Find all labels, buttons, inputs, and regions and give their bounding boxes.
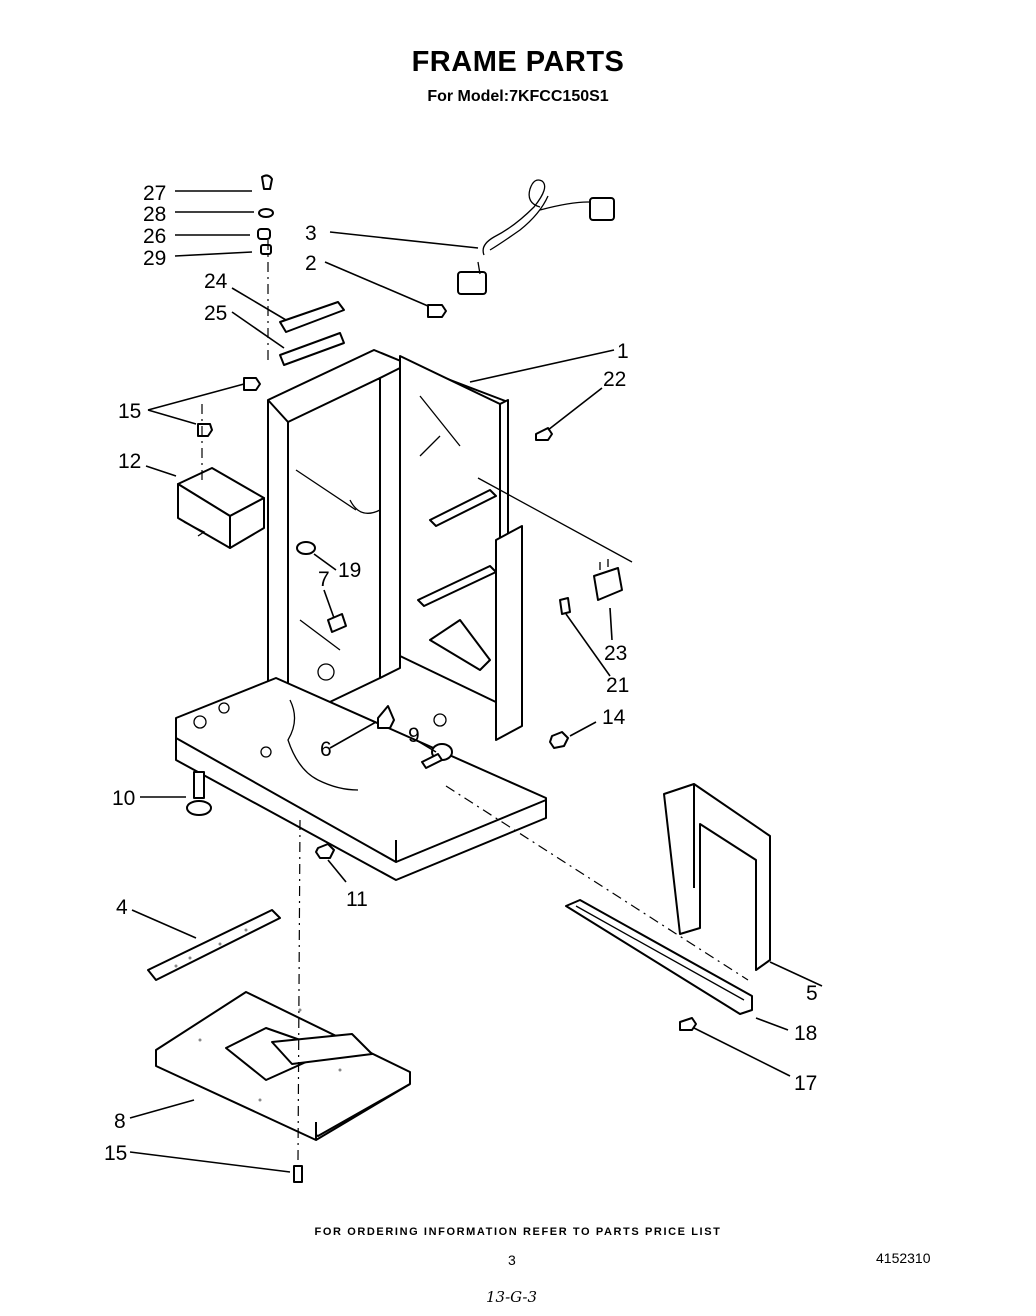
assembly-centerline-b (445, 785, 749, 981)
part-9-fitting (421, 743, 453, 769)
callout-7: 7 (318, 568, 330, 591)
part-12-cover (177, 467, 265, 549)
callout-5: 5 (806, 982, 818, 1005)
part-15-screw-c (293, 1165, 303, 1183)
callout-2: 2 (305, 252, 317, 275)
callout-15-bottom: 15 (104, 1142, 127, 1165)
part-26-clip (257, 228, 271, 240)
part-21-clip (559, 597, 571, 615)
part-29-nut (260, 244, 272, 255)
callout-29: 29 (143, 247, 166, 270)
callout-21: 21 (606, 674, 629, 697)
part-15-screw-a (243, 377, 261, 391)
part-4-strip (147, 909, 281, 981)
part-19-bushing (296, 541, 316, 555)
callout-10: 10 (112, 787, 135, 810)
callout-14: 14 (602, 706, 626, 729)
part-2-screw (427, 304, 447, 318)
part-3-power-cord (457, 179, 615, 295)
callout-27: 27 (143, 182, 166, 205)
part-25-bracket (279, 332, 345, 366)
model-subtitle: For Model:7KFCC150S1 (427, 88, 609, 105)
part-6-plug (377, 705, 395, 729)
page-title: FRAME PARTS (411, 46, 625, 78)
part-23-connector (593, 559, 623, 601)
callout-11: 11 (346, 888, 368, 911)
part-14-nut (549, 731, 569, 749)
callout-24: 24 (204, 270, 228, 293)
callout-4: 4 (116, 896, 128, 919)
callout-1: 1 (617, 340, 629, 363)
part-22-screw (535, 427, 553, 441)
page-number: 3 (508, 1252, 516, 1268)
callout-17: 17 (794, 1072, 817, 1095)
part-10-leveling-leg (186, 771, 212, 816)
part-17-screw (679, 1017, 697, 1031)
callout-9: 9 (408, 724, 420, 747)
ordering-info-footer: FOR ORDERING INFORMATION REFER TO PARTS … (314, 1226, 722, 1238)
part-24-strip (279, 301, 345, 333)
document-number: 4152310 (876, 1250, 931, 1266)
callout-3: 3 (305, 222, 317, 245)
part-5-door-frame (663, 783, 771, 971)
part-1-frame-cabinet (175, 349, 547, 881)
part-7-switch (327, 613, 347, 633)
part-27-screw (261, 174, 273, 190)
callout-22: 22 (603, 368, 626, 391)
callout-25: 25 (204, 302, 227, 325)
handwritten-note: 13-G-3 (486, 1288, 538, 1306)
leader-dash-21 (477, 477, 633, 563)
callout-23: 23 (604, 642, 627, 665)
callout-26: 26 (143, 225, 166, 248)
part-15-screw-b (197, 423, 213, 437)
assembly-centerline-a (297, 819, 301, 1161)
callout-15-top: 15 (118, 400, 141, 423)
part-18-rail (565, 899, 753, 1015)
leader-lines (129, 190, 823, 1173)
part-28-washer (258, 208, 274, 218)
callout-19: 19 (338, 559, 361, 582)
callout-6: 6 (320, 738, 332, 761)
part-11-nut (315, 843, 335, 859)
callout-12: 12 (118, 450, 141, 473)
callout-28: 28 (143, 203, 166, 226)
part-8-base-plate (155, 991, 411, 1141)
callout-18: 18 (794, 1022, 817, 1045)
callout-8: 8 (114, 1110, 126, 1133)
